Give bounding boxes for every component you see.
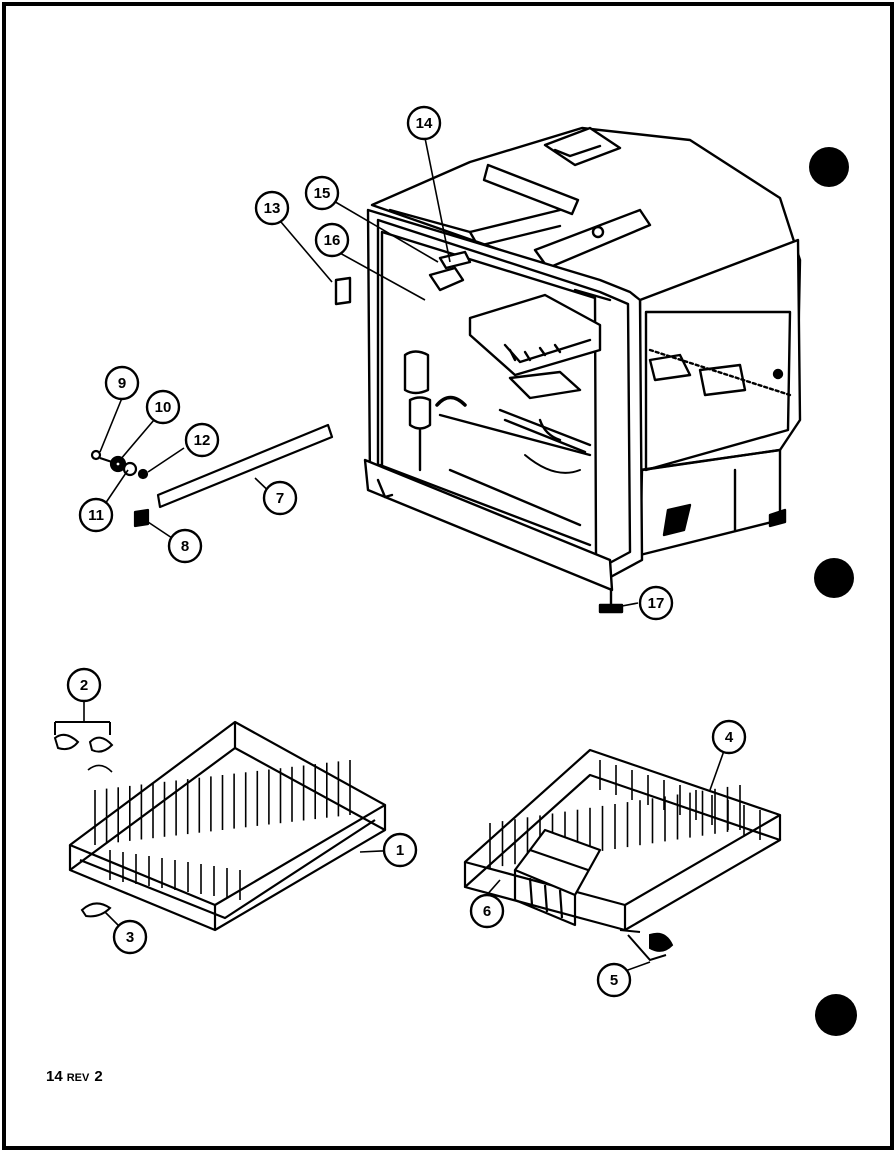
part-3 xyxy=(80,902,112,918)
page-number: 14 xyxy=(46,1068,63,1085)
callout-6: 6 xyxy=(469,893,505,929)
svg-text:15: 15 xyxy=(314,185,331,202)
svg-text:1: 1 xyxy=(396,842,404,859)
svg-text:7: 7 xyxy=(276,490,284,507)
callout-15: 15 xyxy=(304,175,340,211)
callout-4: 4 xyxy=(711,719,747,755)
callout-16: 16 xyxy=(314,222,350,258)
callout-2: 2 xyxy=(66,667,102,703)
svg-text:8: 8 xyxy=(181,538,189,555)
leader-lines xyxy=(83,137,726,976)
callout-1: 1 xyxy=(382,832,418,868)
callout-9: 9 xyxy=(104,365,140,401)
svg-text:14: 14 xyxy=(416,115,433,132)
bolt-9 xyxy=(90,449,102,461)
callout-14: 14 xyxy=(406,105,442,141)
callout-5: 5 xyxy=(596,962,632,998)
silverware-basket-6 xyxy=(513,828,602,897)
callout-11: 11 xyxy=(78,497,114,533)
svg-text:6: 6 xyxy=(483,903,491,920)
callouts: 1 2 3 4 5 6 7 8 9 10 11 12 13 14 15 16 1… xyxy=(66,105,747,998)
punch-hole-bottom xyxy=(815,994,857,1036)
punch-hole-middle xyxy=(814,558,854,598)
svg-text:11: 11 xyxy=(88,507,104,524)
lower-rack xyxy=(463,748,782,932)
svg-text:2: 2 xyxy=(80,677,88,694)
svg-text:13: 13 xyxy=(264,200,281,217)
svg-text:3: 3 xyxy=(126,929,134,946)
svg-text:17: 17 xyxy=(648,595,665,612)
part-5 xyxy=(619,929,674,962)
callout-8: 8 xyxy=(167,528,203,564)
svg-text:12: 12 xyxy=(194,432,211,449)
punch-hole-top xyxy=(809,147,849,187)
svg-text:9: 9 xyxy=(118,375,126,392)
callout-7: 7 xyxy=(262,480,298,516)
clip-8 xyxy=(133,508,150,528)
revision-number: 2 xyxy=(94,1068,103,1085)
nut-12 xyxy=(137,468,149,480)
loose-hardware xyxy=(90,423,334,528)
rack-clips-2 xyxy=(53,721,114,753)
svg-text:10: 10 xyxy=(155,399,172,416)
callout-10: 10 xyxy=(145,389,181,425)
svg-text:5: 5 xyxy=(610,972,618,989)
callout-13: 13 xyxy=(254,190,290,226)
rail-7 xyxy=(156,423,334,509)
revision-label: REV xyxy=(66,1072,90,1084)
callout-12: 12 xyxy=(184,422,220,458)
svg-text:4: 4 xyxy=(725,729,734,746)
tub-assembly xyxy=(334,126,802,614)
upper-rack xyxy=(68,720,387,932)
svg-text:16: 16 xyxy=(324,232,341,249)
callout-17: 17 xyxy=(638,585,674,621)
callout-3: 3 xyxy=(112,919,148,955)
